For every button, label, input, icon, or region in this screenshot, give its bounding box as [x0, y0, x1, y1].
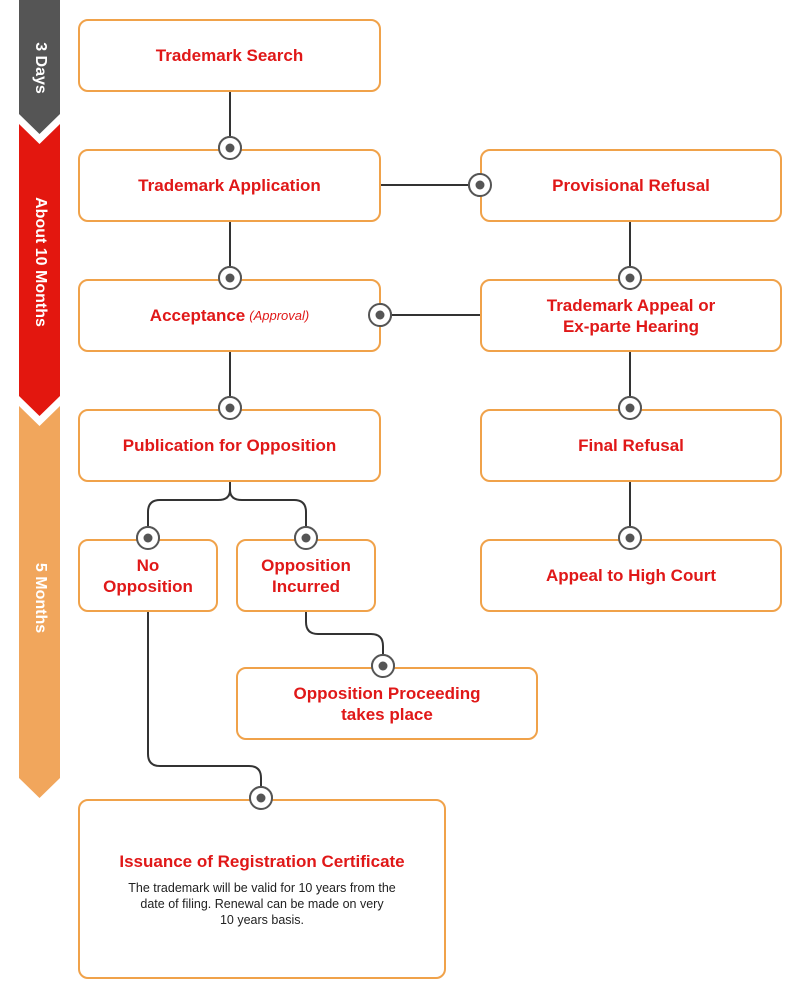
- phase-label-3-days: 3 Days: [31, 42, 49, 94]
- step-label: Provisional Refusal: [552, 176, 710, 195]
- step-label: Appeal to High Court: [546, 566, 716, 585]
- phase-label-5-months: 5 Months: [31, 562, 49, 634]
- step-label: Trademark Application: [138, 176, 321, 195]
- step-label: No Opposition: [103, 555, 193, 596]
- step-label: Opposition Incurred: [261, 555, 351, 596]
- step-label: Publication for Opposition: [122, 436, 337, 455]
- phase-label-10-months: About 10 Months: [31, 197, 49, 327]
- step-acceptance: Acceptance (Approval): [78, 279, 381, 352]
- step-publication-for-opposition: Publication for Opposition: [78, 409, 381, 482]
- step-note: (Approval): [249, 308, 310, 323]
- step-trademark-appeal: Trademark Appeal or Ex-parte Hearing: [480, 279, 782, 352]
- phase-arrow-5-months: [19, 406, 60, 798]
- step-opposition-proceeding: Opposition Proceeding takes place: [236, 667, 538, 740]
- step-trademark-application: Trademark Application: [78, 149, 381, 222]
- step-provisional-refusal: Provisional Refusal: [480, 149, 782, 222]
- connectors: [147, 92, 631, 790]
- step-label: Issuance of Registration Certificate: [119, 851, 405, 871]
- step-label: Final Refusal: [578, 436, 684, 455]
- step-label: Opposition Proceeding takes place: [293, 683, 481, 724]
- connector-noopposition-certificate: [147, 612, 262, 790]
- step-label: Trademark Appeal or Ex-parte Hearing: [546, 295, 716, 336]
- connector-publication-branch: [147, 482, 307, 530]
- step-final-refusal: Final Refusal: [480, 409, 782, 482]
- step-label: Acceptance: [149, 306, 246, 325]
- step-trademark-search: Trademark Search: [78, 19, 381, 92]
- phase-arrow-10-months: [19, 124, 60, 416]
- step-registration-certificate: Issuance of Registration Certificate The…: [78, 799, 446, 979]
- step-label: Trademark Search: [155, 46, 304, 65]
- connector-incurred-proceeding: [305, 612, 384, 658]
- step-opposition-incurred: Opposition Incurred: [236, 539, 376, 612]
- step-no-opposition: No Opposition: [78, 539, 218, 612]
- certificate-description: The trademark will be valid for 10 years…: [128, 880, 396, 927]
- step-appeal-to-high-court: Appeal to High Court: [480, 539, 782, 612]
- phase-arrow-3-days: [19, 0, 60, 134]
